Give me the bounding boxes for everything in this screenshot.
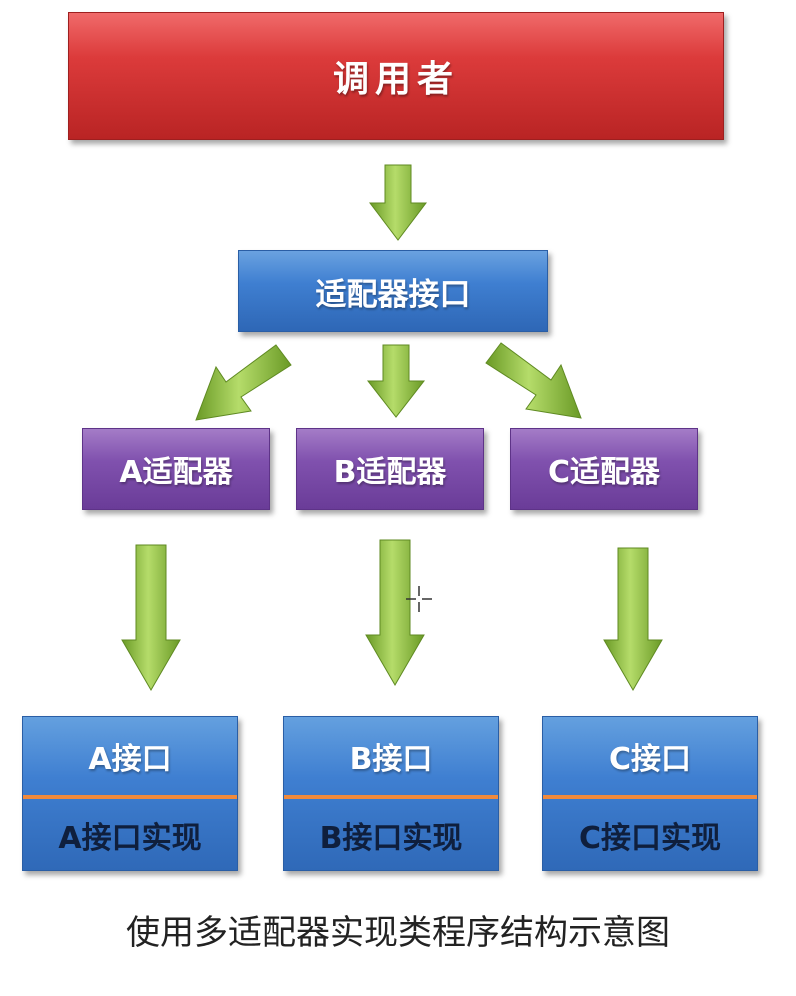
interface-a-impl: A接口实现 xyxy=(58,820,202,856)
interface-c-box: C接口 C接口实现 xyxy=(542,716,758,871)
interface-a-box: A接口 A接口实现 xyxy=(22,716,238,871)
interface-c-name: C接口 xyxy=(608,742,692,777)
interface-b-divider xyxy=(284,795,498,799)
arrow-adapter-interface-to-c xyxy=(485,342,582,419)
caller-box: 调用者 xyxy=(68,12,724,140)
interface-b-name: B接口 xyxy=(349,742,433,777)
adapter-a-label: A适配器 xyxy=(119,455,233,490)
adapter-a-box: A适配器 xyxy=(82,428,270,510)
adapter-interface-label: 适配器接口 xyxy=(315,276,471,313)
arrow-adapter-interface-to-b xyxy=(366,344,426,418)
interface-a-name: A接口 xyxy=(88,742,172,777)
adapter-b-label: B适配器 xyxy=(333,455,447,490)
interface-b-box: B接口 B接口实现 xyxy=(283,716,499,871)
interface-c-divider xyxy=(543,795,757,799)
arrow-caller-to-adapter-interface xyxy=(368,164,428,241)
arrow-adapter-b-to-interface-b xyxy=(365,539,425,686)
adapter-b-box: B适配器 xyxy=(296,428,484,510)
interface-a-divider xyxy=(23,795,237,799)
caller-label: 调用者 xyxy=(332,59,459,100)
arrow-adapter-a-to-interface-a xyxy=(121,544,181,691)
diagram-caption: 使用多适配器实现类程序结构示意图 xyxy=(126,913,670,953)
adapter-interface-box: 适配器接口 xyxy=(238,250,548,332)
adapter-c-label: C适配器 xyxy=(547,455,661,490)
interface-c-impl: C接口实现 xyxy=(578,820,722,856)
arrow-adapter-c-to-interface-c xyxy=(603,547,663,691)
adapter-c-box: C适配器 xyxy=(510,428,698,510)
crosshair-cursor-icon xyxy=(406,586,432,612)
arrow-adapter-interface-to-a xyxy=(195,344,292,421)
interface-b-impl: B接口实现 xyxy=(319,820,463,856)
